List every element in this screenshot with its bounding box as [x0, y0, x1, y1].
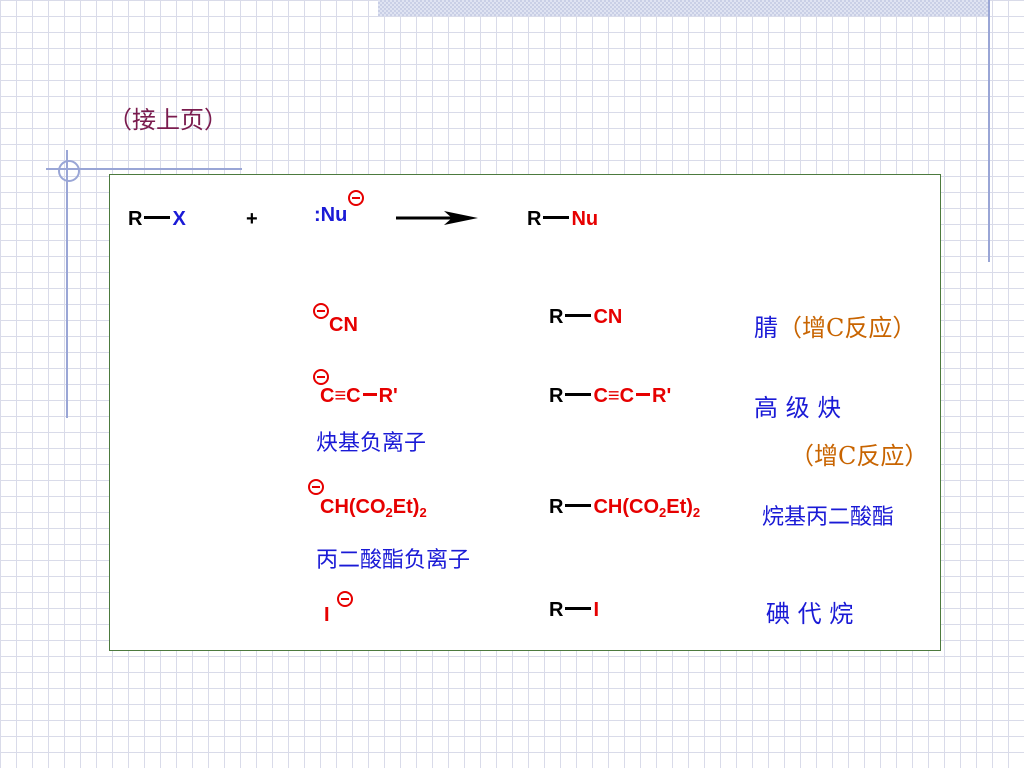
- reaction-table-frame: [109, 174, 941, 651]
- carbon-2: C: [619, 385, 635, 407]
- decorative-circle: [58, 160, 80, 182]
- r-prime: R': [378, 385, 398, 407]
- product-group: I: [593, 599, 600, 621]
- nitrile-name: 腈（增C反应）: [754, 308, 916, 343]
- alkyne-note: （增C反应）: [790, 442, 929, 470]
- general-product: R Nu: [527, 208, 598, 231]
- decorative-horizontal-line: [46, 168, 242, 170]
- single-bond: [543, 216, 570, 219]
- product-r: R: [549, 306, 564, 328]
- single-bond: [565, 393, 592, 396]
- carbon-1: C: [593, 385, 608, 407]
- negative-charge-icon: [348, 190, 364, 206]
- triple-bond: ≡: [607, 385, 620, 407]
- malonate-label: 丙二酸酯负离子: [316, 548, 471, 573]
- r-prime: R': [652, 385, 672, 407]
- lone-pair: :: [314, 204, 321, 226]
- iodide-nucleophile: I: [324, 604, 330, 626]
- reactant-x: X: [172, 208, 186, 230]
- cyanide-nucleophile: CN: [329, 314, 358, 336]
- product-name: 腈: [754, 314, 778, 342]
- negative-charge-icon: [337, 591, 353, 607]
- malonate-name: 烷基丙二酸酯: [762, 505, 895, 530]
- decorative-left-line: [66, 150, 68, 418]
- iodide-name: 碘 代 烷: [766, 600, 854, 628]
- carbon-1: C: [320, 385, 335, 407]
- product-group: CN: [593, 306, 623, 328]
- single-bond: [636, 393, 651, 396]
- product-note: （增C反应）: [778, 314, 917, 342]
- general-nucleophile: :Nu: [314, 204, 347, 227]
- negative-charge-icon: [308, 479, 324, 495]
- subscript: 2: [692, 505, 701, 520]
- alkynide-nucleophile: C≡C R': [320, 385, 398, 408]
- formula-part: Et): [392, 496, 420, 518]
- product-r: R: [549, 496, 564, 518]
- product-group: CH(CO2Et)2: [593, 496, 701, 520]
- formula-part: Et): [666, 496, 693, 518]
- decorative-vertical-line: [988, 0, 990, 262]
- malonate-nucleophile: CH(CO2Et)2: [320, 496, 427, 520]
- single-bond: [144, 216, 171, 219]
- subscript: 2: [419, 505, 427, 520]
- subscript: 2: [385, 505, 393, 520]
- nucleophile-nu: Nu: [320, 204, 348, 226]
- product-r: R: [527, 208, 542, 230]
- single-bond: [565, 504, 592, 507]
- single-bond: [362, 393, 377, 396]
- negative-charge-icon: [313, 369, 329, 385]
- product-r: R: [549, 385, 564, 407]
- single-bond: [565, 314, 592, 317]
- reactant-r: R: [128, 208, 143, 230]
- alkyne-product: R C≡C R': [549, 385, 671, 408]
- plus-sign: +: [246, 208, 258, 230]
- subscript: 2: [659, 505, 667, 520]
- page-title: （接上页）: [108, 106, 228, 134]
- alkyne-name: 高 级 炔: [754, 394, 842, 422]
- formula-part: CH(CO: [593, 496, 659, 518]
- formula-part: CH(CO: [320, 496, 386, 518]
- triple-bond: ≡: [334, 385, 347, 407]
- product-r: R: [549, 599, 564, 621]
- negative-charge-icon: [313, 303, 329, 319]
- product-nu: Nu: [571, 208, 599, 230]
- single-bond: [565, 607, 592, 610]
- reaction-arrow-icon: [396, 211, 478, 225]
- decorative-header-band: [378, 0, 990, 16]
- alkynide-label: 炔基负离子: [316, 431, 427, 456]
- nitrile-product: R CN: [549, 306, 622, 329]
- carbon-2: C: [346, 385, 361, 407]
